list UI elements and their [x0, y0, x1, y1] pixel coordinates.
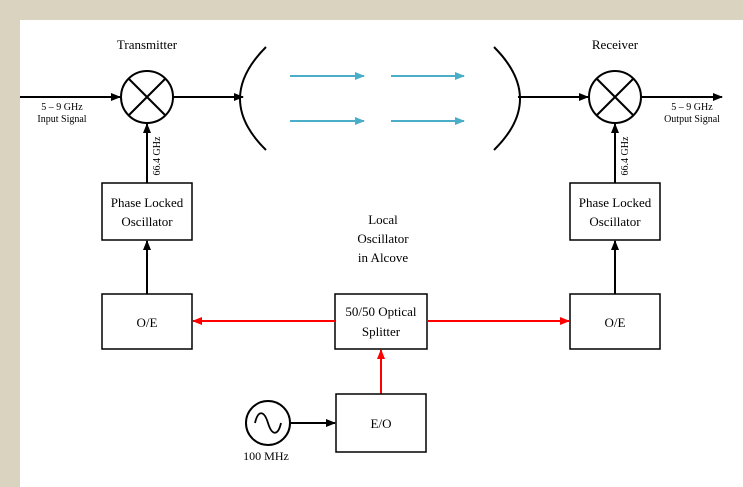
transmitter-label: Transmitter: [117, 37, 178, 52]
input-signal-freq: 5 – 9 GHz: [41, 102, 83, 113]
rx-lo-frequency: 66.4 GHz: [620, 136, 631, 175]
plo-left-line1: Phase Locked: [111, 195, 184, 210]
diagram-frame: Transmitter Receiver 5 – 9 GHz Input Sig…: [20, 20, 743, 487]
oe-left-label: O/E: [137, 315, 158, 330]
rx-dish: [493, 46, 521, 151]
splitter-line1: 50/50 Optical: [345, 304, 417, 319]
output-signal-freq: 5 – 9 GHz: [671, 102, 713, 113]
oe-left-block: O/E: [101, 293, 193, 350]
tx-mixer-icon: [120, 70, 174, 124]
free-space-beam: [290, 72, 465, 125]
plo-left-block: Phase Locked Oscillator: [101, 182, 193, 241]
oe-right-label: O/E: [605, 315, 626, 330]
sine-source-icon: [245, 400, 291, 446]
tx-dish: [239, 46, 267, 151]
source-frequency-label: 100 MHz: [243, 449, 289, 463]
splitter-block: 50/50 Optical Splitter: [334, 293, 428, 350]
local-oscillator-line1: Local: [368, 212, 398, 227]
plo-right-line1: Phase Locked: [579, 195, 652, 210]
eo-block: E/O: [335, 393, 427, 453]
plo-left-line2: Oscillator: [121, 214, 173, 229]
local-oscillator-line2: Oscillator: [357, 231, 409, 246]
plo-right-line2: Oscillator: [589, 214, 641, 229]
tx-lo-frequency: 66.4 GHz: [152, 136, 163, 175]
output-signal-label: Output Signal: [664, 114, 720, 125]
input-signal-label: Input Signal: [37, 114, 86, 125]
receiver-label: Receiver: [592, 37, 639, 52]
plo-right-block: Phase Locked Oscillator: [569, 182, 661, 241]
splitter-line2: Splitter: [362, 324, 401, 339]
block-diagram: Transmitter Receiver 5 – 9 GHz Input Sig…: [20, 37, 723, 463]
oe-right-block: O/E: [569, 293, 661, 350]
local-oscillator-line3: in Alcove: [358, 250, 408, 265]
rx-mixer-icon: [588, 70, 642, 124]
eo-label: E/O: [371, 416, 392, 431]
